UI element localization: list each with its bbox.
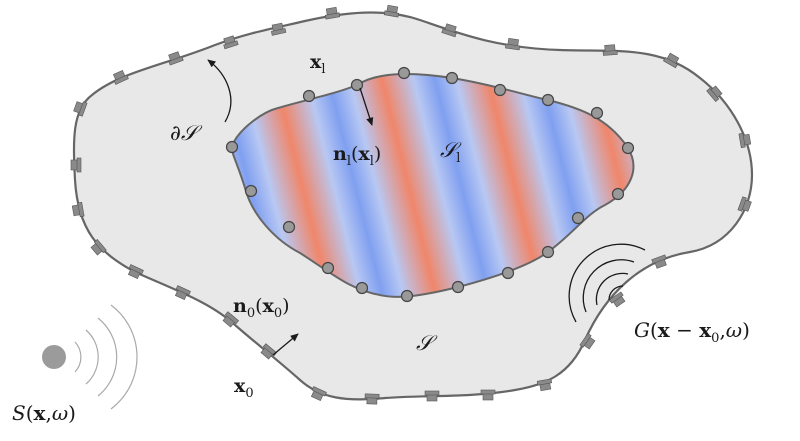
label-n0-x0: n0(x0): [233, 295, 290, 321]
label-source-function: S(x,ω): [12, 401, 76, 425]
boundary-pointer-arrow: [207, 59, 232, 123]
label-x1: xl: [310, 51, 326, 77]
label-n1-x1: nl(xl): [333, 143, 381, 169]
point-source: [42, 304, 138, 410]
normal-arrow-outer: [272, 333, 299, 356]
source-icon: [42, 345, 66, 369]
green-function-wavefronts: [568, 243, 646, 323]
label-x0: x0: [234, 375, 254, 401]
label-green-function: G(x − x0,ω): [634, 318, 750, 346]
inner-sensor-points: [225, 66, 635, 303]
normal-arrow-inner: [359, 87, 374, 126]
